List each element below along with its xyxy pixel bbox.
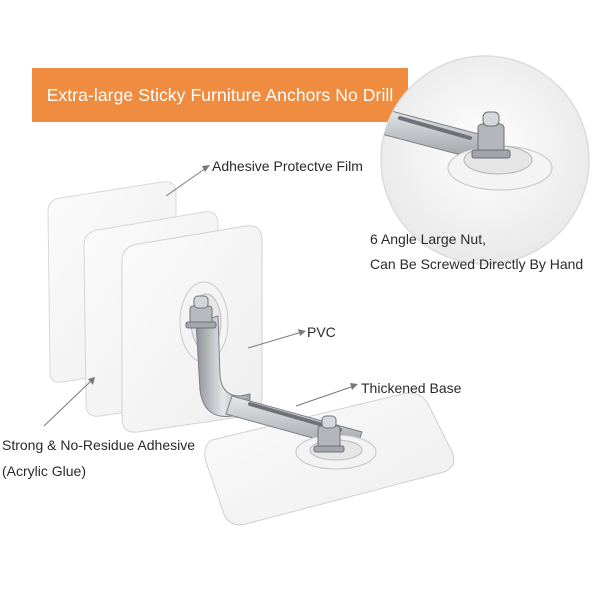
adhesive-pointer-line bbox=[43, 379, 93, 427]
l-bracket-vertical bbox=[195, 315, 251, 417]
film-label: Adhesive Protectve Film bbox=[212, 158, 363, 174]
product-title-banner: Extra-large Sticky Furniture Anchors No … bbox=[32, 68, 408, 122]
adhesive-label-line2: (Acrylic Glue) bbox=[2, 463, 87, 479]
base-hex-nut bbox=[313, 415, 345, 453]
base-label: Thickened Base bbox=[361, 380, 462, 396]
base-pointer-line bbox=[295, 385, 355, 407]
pvc-pointer-line bbox=[247, 331, 303, 349]
pvc-label: PVC bbox=[307, 324, 336, 340]
film-pointer-line bbox=[165, 167, 207, 197]
adhesive-label-line1: Strong & No-Residue Adhesive bbox=[2, 437, 195, 453]
vertical-hex-nut bbox=[185, 295, 217, 329]
nut-label-line1: 6 Angle Large Nut, bbox=[370, 231, 486, 247]
nut-label-line2: Can Be Screwed Directly By Hand bbox=[370, 256, 584, 272]
